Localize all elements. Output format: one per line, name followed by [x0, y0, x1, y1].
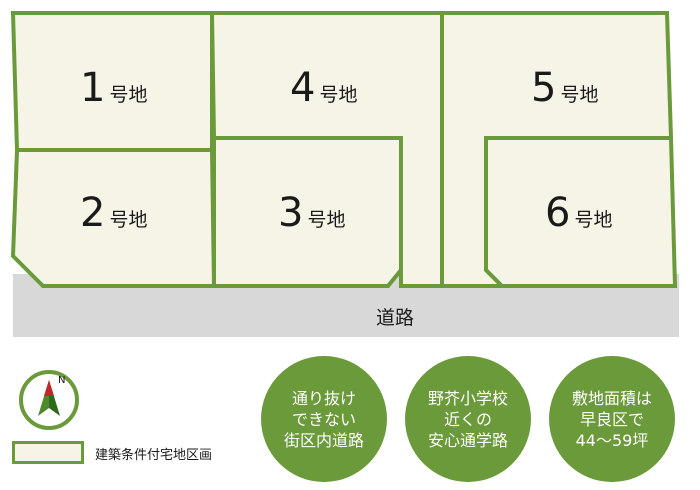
lot-number-4: 4	[290, 65, 315, 111]
legend-swatch	[12, 441, 84, 464]
north-arrow-icon: N	[19, 370, 79, 430]
lot-suffix-2: 号地	[109, 209, 147, 231]
lot-suffix-4: 号地	[319, 84, 357, 106]
badge-school-route: 野芥小学校 近くの 安心通学路	[405, 356, 531, 482]
road-label: 道路	[376, 307, 414, 329]
legend-label: 建築条件付宅地区画	[95, 448, 213, 463]
compass-north-label: N	[58, 375, 65, 386]
lot-number-6: 6	[545, 190, 570, 236]
lot-2-shape	[10, 148, 217, 288]
lot-number-2: 2	[80, 190, 105, 236]
lot-number-1: 1	[80, 65, 105, 111]
badge-private-road: 通り抜け できない 街区内道路	[261, 356, 387, 482]
lot-suffix-1: 号地	[109, 84, 147, 106]
lot-3-shape	[212, 136, 403, 288]
lot-suffix-6: 号地	[574, 209, 612, 231]
lot-6-shape	[484, 136, 678, 288]
badge-private-road-text: 通り抜け できない 街区内道路	[283, 388, 364, 450]
lot-number-3: 3	[278, 190, 303, 236]
lot-suffix-3: 号地	[307, 209, 345, 231]
badge-school-route-text: 野芥小学校 近くの 安心通学路	[427, 388, 508, 450]
lot-1-shape	[10, 11, 214, 152]
badge-lot-area: 敷地面積は 早良区で 44〜59坪	[549, 356, 675, 482]
lot-number-5: 5	[531, 65, 556, 111]
badge-lot-area-text: 敷地面積は 早良区で 44〜59坪	[571, 388, 652, 450]
lot-suffix-5: 号地	[560, 84, 598, 106]
